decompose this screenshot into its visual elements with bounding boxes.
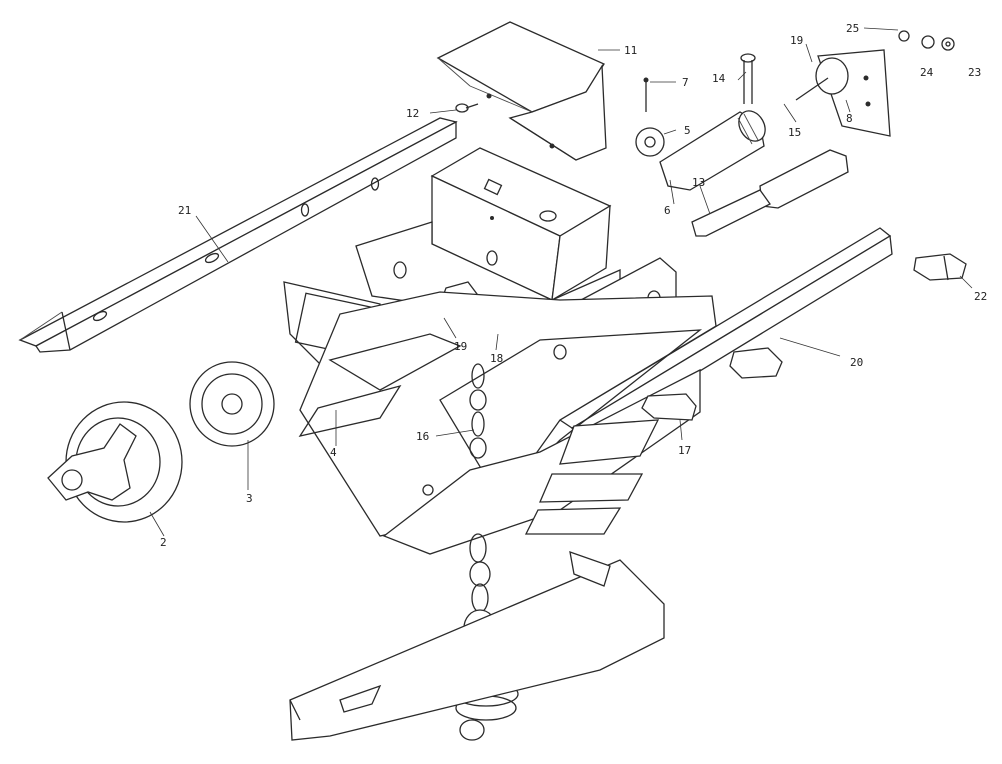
part-mounting-plate: [298, 291, 717, 555]
part-25-24-23-rings: [898, 30, 955, 51]
callout-14: 14: [712, 72, 726, 85]
part-shaft: [691, 149, 849, 237]
callout-6: 6: [664, 204, 671, 217]
callout-16: 16: [416, 430, 429, 443]
callout-19: 19: [454, 340, 467, 353]
part-14-pin: [740, 53, 756, 104]
callout-23: 23: [968, 66, 981, 79]
callout-20: 20: [850, 356, 863, 369]
part-7-pin: [643, 77, 649, 112]
part-3-sprocket: [189, 361, 275, 447]
callout-5: 5: [684, 124, 691, 137]
part-bottom-beam: [289, 551, 665, 741]
part-12-screw: [455, 103, 479, 113]
callout-13: 13: [692, 176, 705, 189]
callout-24: 24: [920, 66, 934, 79]
callout-7: 7: [682, 76, 689, 89]
callout-12: 12: [406, 107, 419, 120]
part-22-bolt: [913, 253, 967, 281]
callout-11: 11: [624, 44, 637, 57]
callout-19-top: 19: [790, 34, 803, 47]
callout-22: 22: [974, 290, 987, 303]
callout-17: 17: [678, 444, 691, 457]
part-6-sleeve: [659, 110, 766, 191]
part-8-end-cap: [795, 49, 891, 137]
part-20-angle-rail: [558, 227, 893, 445]
leader-lines: [149, 27, 973, 537]
callout-4: 4: [330, 446, 337, 459]
part-17-roller: [641, 347, 783, 421]
callout-18: 18: [490, 352, 503, 365]
callout-8: 8: [846, 112, 853, 125]
callout-labels: 11 12 7 14 19 25 24 23 5 15 8 6 13 21 22…: [160, 22, 987, 549]
part-21-angle-rail: [18, 117, 458, 353]
callout-15: 15: [788, 126, 801, 139]
part-2-knob: [47, 401, 183, 523]
callout-2: 2: [160, 536, 167, 549]
part-5-washer: [635, 127, 665, 157]
callout-25: 25: [846, 22, 859, 35]
callout-21: 21: [178, 204, 191, 217]
callout-3: 3: [246, 492, 253, 505]
part-11-top-cover: [436, 21, 607, 161]
